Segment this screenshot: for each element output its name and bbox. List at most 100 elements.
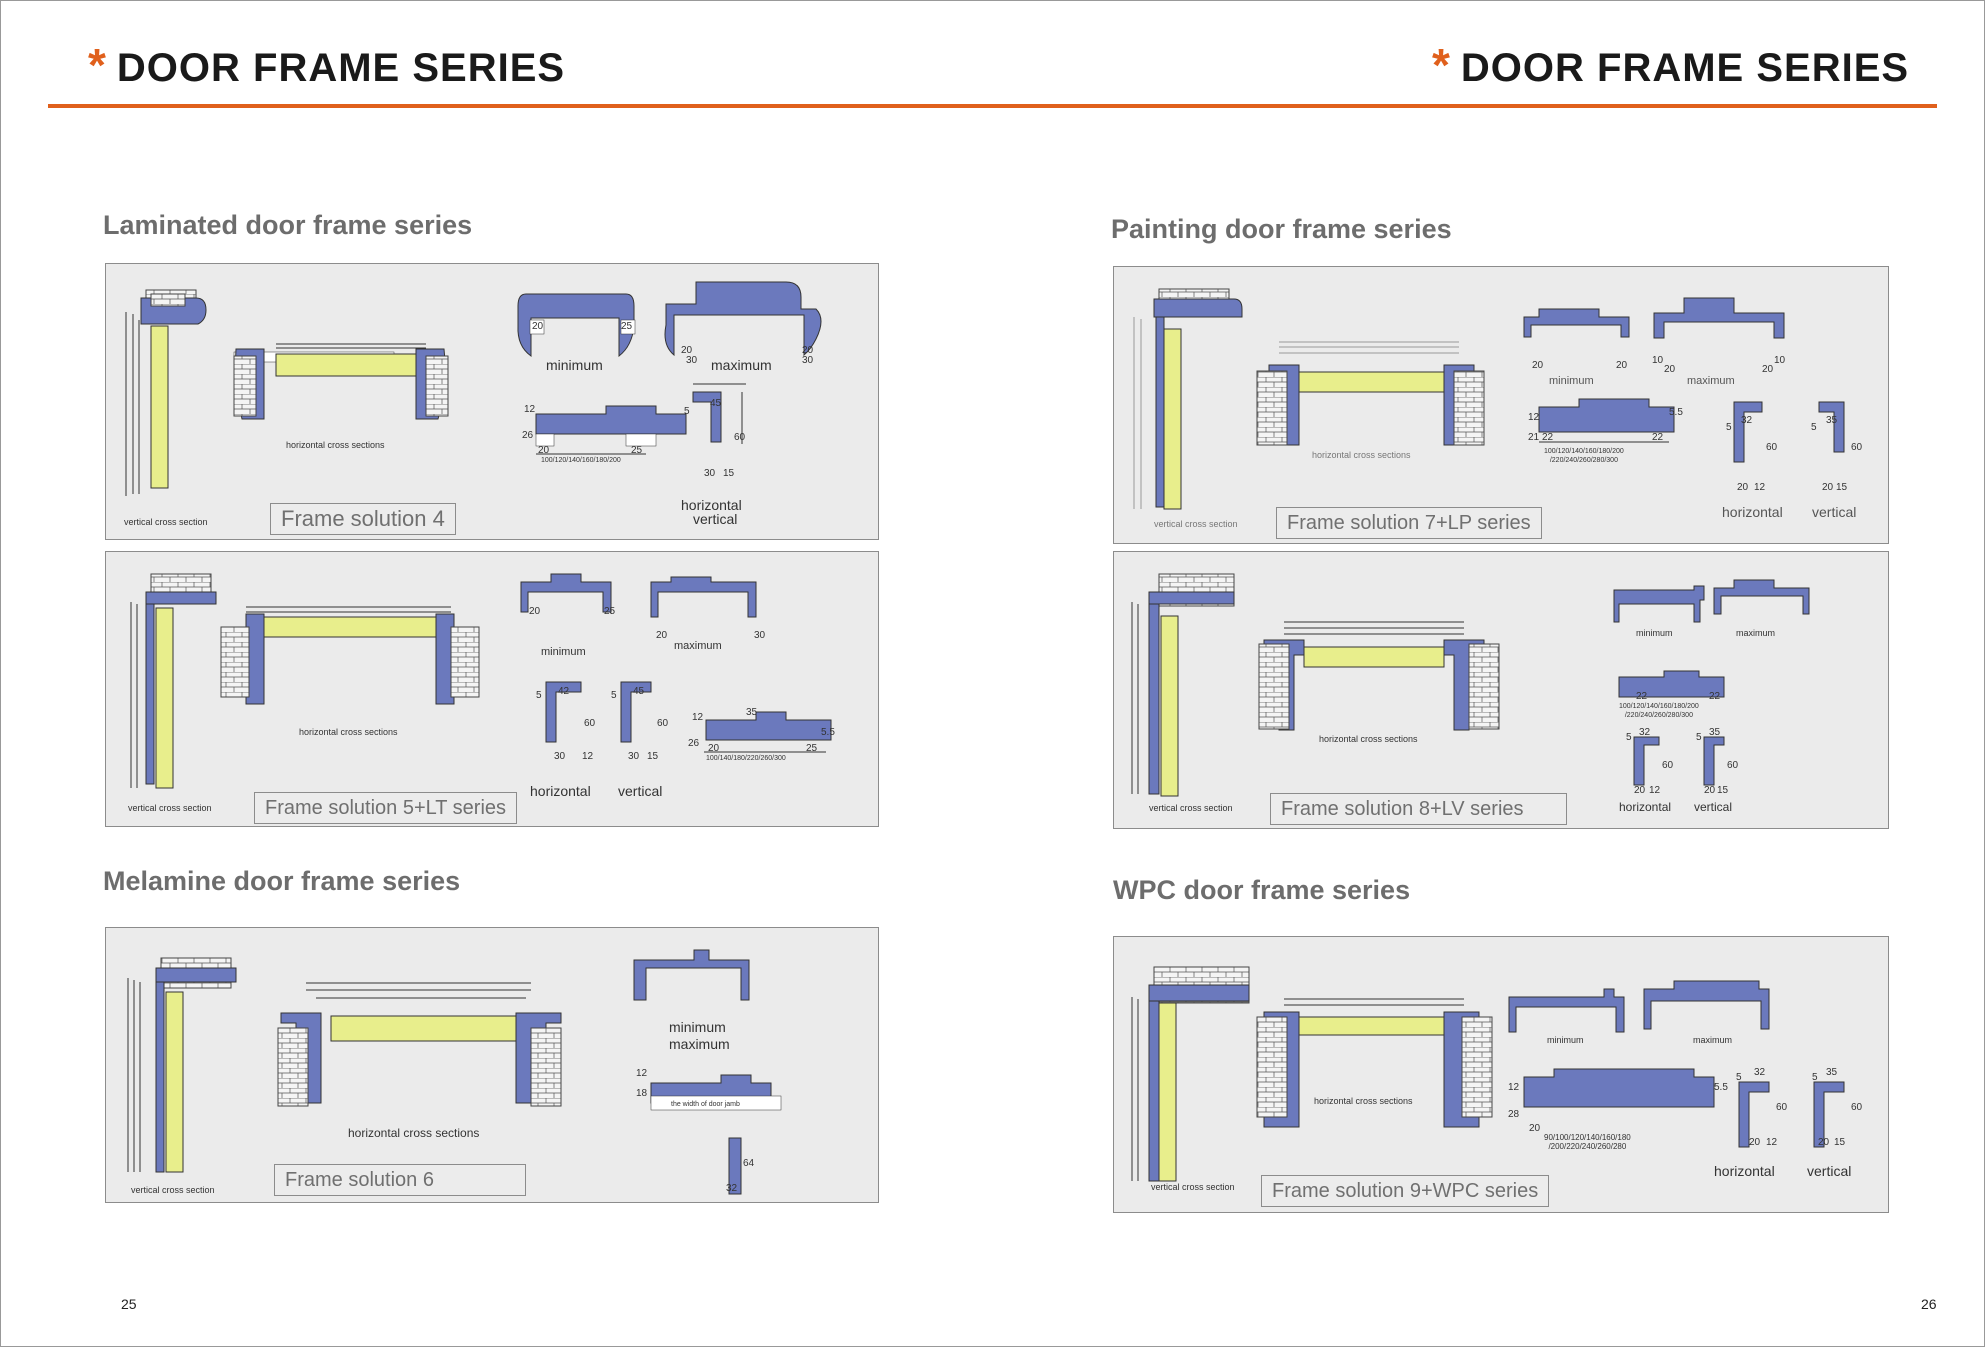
maximum-label: maximum: [669, 1036, 730, 1052]
frame-solution-caption: Frame solution 5+LT series: [254, 792, 518, 824]
page-number-left: 25: [121, 1296, 137, 1312]
minimum-label: minimum: [1549, 375, 1594, 387]
frame-drawing-fs9: [1131, 966, 1845, 1182]
dim-value: 35: [1826, 415, 1838, 426]
right-page-header: *DOOR FRAME SERIES: [1432, 38, 1909, 92]
panel-frame-solution-9: vertical cross section horizontal cross …: [1113, 936, 1889, 1213]
dim-value: 60: [1766, 442, 1778, 453]
horizontal-cross-sections-label: horizontal cross sections: [348, 1126, 480, 1140]
maximum-label: maximum: [674, 640, 722, 652]
vertical-cross-section-label: vertical cross section: [131, 1185, 215, 1195]
dim-value: 20: [532, 321, 544, 332]
dim-value: 10: [1652, 355, 1664, 366]
width-list: 100/120/140/160/180/200: [541, 457, 621, 464]
dim-value: 22: [1652, 432, 1664, 443]
header-rule: [48, 104, 1937, 108]
dim-value: 12: [1528, 412, 1540, 423]
panel-frame-solution-6: vertical cross section horizontal cross …: [105, 927, 879, 1203]
dim-value: 20: [802, 345, 814, 356]
dim-value: 20: [1529, 1123, 1541, 1134]
dim-value: 15: [1717, 785, 1729, 796]
minimum-label: minimum: [1636, 628, 1673, 638]
asterisk-icon: *: [88, 39, 107, 91]
dim-value: 60: [1851, 442, 1863, 453]
dim-value: 25: [604, 606, 616, 617]
door-jamb-label: the width of door jamb: [671, 1101, 740, 1108]
vertical-label: vertical: [1807, 1163, 1852, 1179]
dim-value: 12: [1754, 482, 1766, 493]
horizontal-cross-sections-label: horizontal cross sections: [286, 440, 385, 450]
dim-value: 30: [802, 355, 814, 366]
minimum-label: minimum: [541, 646, 586, 658]
frame-solution-caption: Frame solution 8+LV series: [1270, 793, 1567, 825]
dim-value: 12: [636, 1068, 648, 1079]
dim-value: 5: [1696, 732, 1702, 743]
dim-value: 12: [1766, 1137, 1778, 1148]
dim-value: 20: [1532, 360, 1544, 371]
dim-value: 26: [522, 430, 534, 441]
vertical-label: vertical: [1812, 504, 1857, 520]
dim-value: 12: [582, 751, 594, 762]
dim-value: 30: [628, 751, 640, 762]
dim-value: 12: [692, 712, 704, 723]
dim-value: 20: [1616, 360, 1628, 371]
dim-value: 60: [734, 432, 746, 443]
dim-value: 25: [806, 743, 818, 754]
vertical-cross-section-label: vertical cross section: [1151, 1182, 1235, 1192]
dim-value: 32: [1741, 415, 1753, 426]
dim-value: 5: [1812, 1072, 1818, 1083]
dim-value: 5.5: [1669, 407, 1683, 418]
horizontal-label: horizontal: [1619, 800, 1672, 814]
dim-value: 20: [1704, 785, 1716, 796]
dim-value: 15: [1834, 1137, 1846, 1148]
panel-frame-solution-4: vertical cross section horizontal cross …: [105, 263, 879, 540]
width-list: 100/120/140/160/180/200 /220/240/260/280…: [1544, 448, 1624, 464]
dim-value: 15: [647, 751, 659, 762]
page-number-right: 26: [1921, 1296, 1937, 1312]
frame-drawing-fs5: [130, 573, 832, 789]
dim-value: 32: [726, 1183, 738, 1194]
section-title-laminated: Laminated door frame series: [103, 210, 473, 240]
horizontal-cross-sections-label: horizontal cross sections: [1314, 1096, 1413, 1106]
frame-solution-caption: Frame solution 6: [274, 1164, 526, 1196]
vertical-cross-section-label: vertical cross section: [128, 803, 212, 813]
panel-frame-solution-7: vertical cross section horizontal cross …: [1113, 266, 1889, 544]
dim-value: 5.5: [821, 727, 835, 738]
dim-value: 35: [746, 707, 758, 718]
panel-frame-solution-8: vertical cross section horizontal cross …: [1113, 551, 1889, 829]
dim-value: 60: [1727, 760, 1739, 771]
section-title-melamine: Melamine door frame series: [103, 866, 461, 896]
dim-value: 30: [686, 355, 698, 366]
dim-value: 25: [621, 321, 633, 332]
dim-value: 32: [1754, 1067, 1766, 1078]
dim-value: 22: [1542, 432, 1554, 443]
section-title-painting: Painting door frame series: [1111, 214, 1452, 244]
horizontal-cross-sections-label: horizontal cross sections: [299, 727, 398, 737]
dim-value: 30: [754, 630, 766, 641]
dim-value: 20: [1818, 1137, 1830, 1148]
dim-value: 42: [558, 686, 570, 697]
frame-solution-caption: Frame solution 7+LP series: [1276, 507, 1542, 539]
dim-value: 5: [684, 406, 690, 417]
dim-value: 60: [1776, 1102, 1788, 1113]
dim-value: 28: [1508, 1109, 1520, 1120]
dim-value: 20: [681, 345, 693, 356]
frame-drawing-fs7: [1133, 288, 1845, 510]
minimum-label: minimum: [1547, 1035, 1584, 1045]
dim-value: 5: [1626, 732, 1632, 743]
dim-value: 21: [1528, 432, 1540, 443]
dim-value: 12: [1508, 1082, 1520, 1093]
dim-value: 20: [1664, 364, 1676, 375]
dim-value: 5.5: [1714, 1082, 1728, 1093]
vertical-cross-section-label: vertical cross section: [1154, 519, 1238, 529]
dim-value: 20: [1762, 364, 1774, 375]
dim-value: 22: [1636, 691, 1648, 702]
frame-solution-caption: Frame solution 4: [270, 503, 456, 535]
maximum-label: maximum: [711, 357, 772, 373]
dim-value: 12: [1649, 785, 1661, 796]
dim-value: 60: [584, 718, 596, 729]
frame-drawing-fs6: [127, 949, 782, 1195]
dim-value: 5: [536, 690, 542, 701]
maximum-label: maximum: [1687, 375, 1735, 387]
dim-value: 20: [1822, 482, 1834, 493]
